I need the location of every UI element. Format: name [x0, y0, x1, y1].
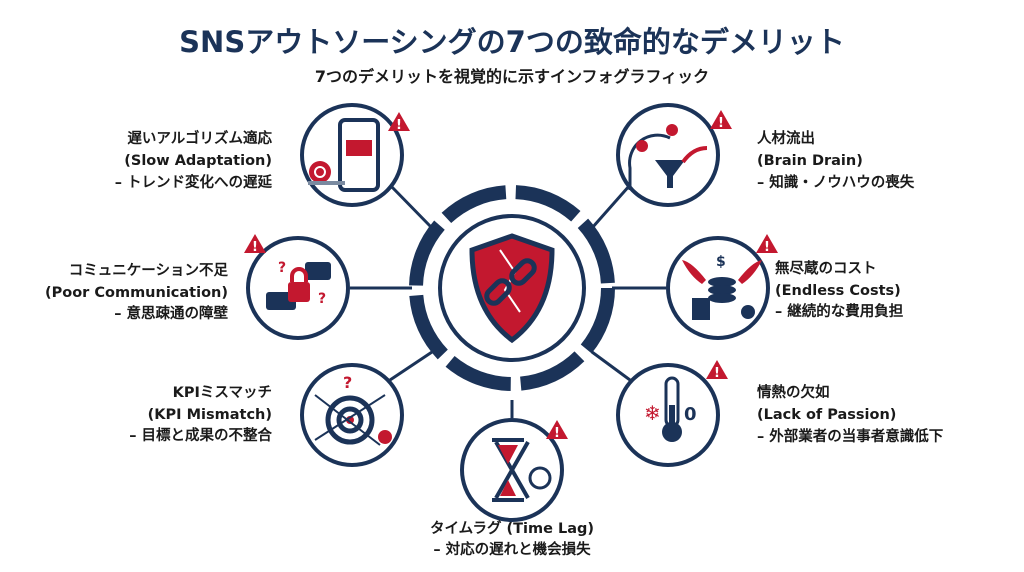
warning-icon: ! [546, 420, 568, 441]
warning-icon: ! [756, 234, 778, 255]
label-desc: – 意思疎通の障壁 [114, 304, 228, 322]
cold-thermometer-icon: ❄ 0 [644, 376, 697, 442]
label-desc: – 知識・ノウハウの喪失 [757, 173, 915, 191]
label-jp: 遅いアルゴリズム適応 [127, 129, 272, 147]
svg-text:!: ! [396, 118, 402, 133]
svg-text:?: ? [318, 291, 326, 307]
thermometer-reading: 0 [684, 404, 697, 425]
warning-icon: ! [710, 110, 732, 131]
snail-phone-icon [308, 118, 380, 192]
label-jp: 人材流出 [757, 129, 815, 147]
circle-lack-of-passion [616, 363, 720, 467]
svg-text:!: ! [718, 116, 724, 131]
label-time-lag: タイムラグ (Time Lag) – 対応の遅れと機会損失 [430, 519, 594, 558]
label-jp: 情熱の欠如 [757, 383, 830, 401]
svg-text:?: ? [278, 260, 286, 276]
warning-icon: ! [706, 360, 728, 381]
svg-text:!: ! [764, 240, 770, 255]
snowflake-icon: ❄ [644, 401, 661, 425]
svg-text:!: ! [554, 426, 560, 441]
label-desc: – 外部業者の当事者意識低下 [757, 427, 943, 445]
page-title: SNSアウトソーシングの7つの致命的なデメリット [179, 25, 845, 59]
label-kpi-mismatch: KPIミスマッチ (KPI Mismatch) – 目標と成果の不整合 [129, 384, 272, 444]
center-hub [409, 185, 615, 391]
label-jp: タイムラグ (Time Lag) [430, 519, 594, 537]
locked-chat-icon: ? ? [266, 260, 331, 310]
svg-text:$: $ [716, 254, 726, 270]
label-desc: – 対応の遅れと機会損失 [433, 540, 591, 558]
warning-icon: ! [388, 112, 410, 133]
head-funnel-icon [628, 124, 708, 190]
svg-text:?: ? [343, 373, 352, 392]
target-arrows-icon: ? [314, 373, 392, 446]
label-lack-of-passion: 情熱の欠如 (Lack of Passion) – 外部業者の当事者意識低下 [757, 383, 943, 445]
label-brain-drain: 人材流出 (Brain Drain) – 知識・ノウハウの喪失 [757, 129, 915, 191]
label-desc: – 継続的な費用負担 [775, 302, 904, 320]
label-en: (Brain Drain) [757, 153, 863, 169]
label-en: (Endless Costs) [775, 283, 901, 299]
label-en: (Poor Communication) [45, 285, 228, 301]
broken-chain-shield-icon [469, 233, 555, 344]
page-subtitle: 7つのデメリットを視覚的に示すインフォグラフィック [315, 67, 709, 86]
circle-kpi-mismatch [300, 363, 404, 467]
label-en: (Lack of Passion) [757, 407, 896, 423]
label-en: (Slow Adaptation) [124, 153, 272, 169]
label-jp: コミュニケーション不足 [69, 262, 229, 279]
connectors [350, 183, 666, 418]
label-endless-costs: 無尽蔵のコスト (Endless Costs) – 継続的な費用負担 [775, 259, 904, 320]
warning-icon: ! [244, 234, 266, 255]
label-desc: – トレンド変化への遅延 [115, 173, 273, 191]
label-en: (KPI Mismatch) [148, 407, 272, 423]
label-jp: KPIミスマッチ [173, 384, 272, 401]
svg-text:!: ! [714, 366, 720, 381]
label-slow-adaptation: 遅いアルゴリズム適応 (Slow Adaptation) – トレンド変化への遅… [115, 129, 273, 191]
label-poor-communication: コミュニケーション不足 (Poor Communication) – 意思疎通の… [45, 262, 229, 322]
label-jp: 無尽蔵のコスト [775, 259, 877, 277]
label-desc: – 目標と成果の不整合 [129, 426, 272, 444]
hourglass-icon [492, 438, 552, 502]
circle-brain-drain [616, 103, 720, 207]
svg-text:!: ! [252, 240, 258, 255]
flying-money-icon: $ [682, 254, 762, 320]
